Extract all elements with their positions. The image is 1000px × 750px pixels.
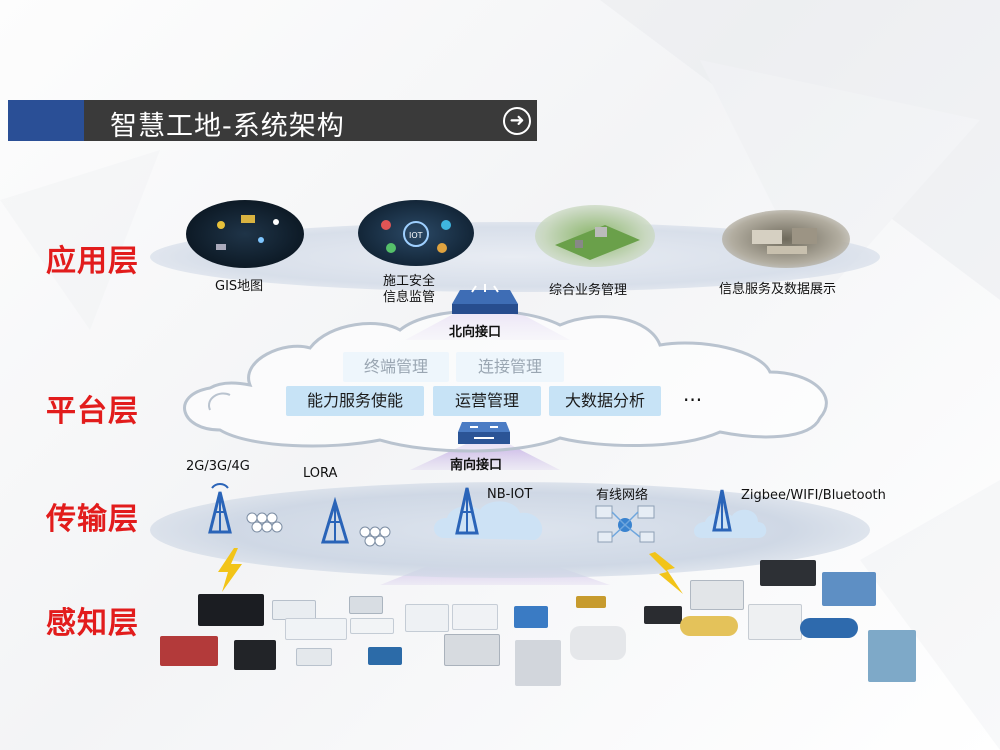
probe-device[interactable] [576, 596, 606, 608]
small-sensor-device[interactable] [296, 648, 332, 666]
layer-label-perception: 感知层 [46, 606, 139, 641]
panel-device[interactable] [748, 604, 802, 640]
wired-network-icon [595, 505, 655, 543]
meter-strip-device[interactable] [285, 618, 347, 640]
cable-sensor-device[interactable] [349, 596, 383, 614]
app-caption-safety-line2: 信息监管 [383, 290, 436, 305]
business-management-thumbnail[interactable] [535, 205, 655, 267]
sensor-module-device[interactable] [272, 600, 316, 620]
app-caption-safety-line1: 施工安全 [383, 274, 436, 289]
lora-tower-icon [320, 496, 391, 547]
rfid-reader-device[interactable] [690, 580, 744, 610]
layer-label-application: 应用层 [46, 244, 139, 279]
svg-text:IOT: IOT [409, 231, 423, 240]
breaker-device[interactable] [452, 604, 498, 630]
gateway-device[interactable] [760, 560, 816, 586]
north-interface-label: 北向接口 [449, 325, 502, 340]
crane-photo-device[interactable] [514, 606, 548, 628]
pcb-module-device[interactable] [368, 647, 402, 665]
tag-capability-enablement[interactable]: 能力服务使能 [286, 386, 424, 416]
layer-label-transport: 传输层 [46, 502, 139, 537]
iot-safety-thumbnail[interactable]: IOT [358, 200, 474, 266]
more-ellipsis: ··· [683, 388, 703, 412]
handheld-reader-device[interactable] [644, 606, 682, 624]
helmet-reader-device[interactable] [160, 636, 218, 666]
app-caption-business: 综合业务管理 [549, 283, 628, 298]
transport-wireless-label: Zigbee/WIFI/Bluetooth [741, 488, 886, 503]
tag-big-data-analysis[interactable]: 大数据分析 [549, 386, 661, 416]
lightning-right-icon [649, 552, 683, 594]
transport-nbiot-label: NB-IOT [487, 487, 533, 502]
smart-meter-device[interactable] [405, 604, 449, 632]
north-interface-router-icon [452, 284, 518, 314]
page-title: 智慧工地-系统架构 [110, 111, 345, 142]
tag-operation-management[interactable]: 运营管理 [433, 386, 541, 416]
tag-terminal-management[interactable]: 终端管理 [343, 352, 449, 382]
title-accent [8, 100, 84, 141]
nbiot-cloud-icon [433, 487, 543, 540]
app-caption-data: 信息服务及数据展示 [719, 282, 837, 297]
weather-station-device[interactable] [515, 640, 561, 686]
app-caption-gis: GIS地图 [215, 279, 264, 294]
controller-device[interactable] [350, 618, 394, 634]
transport-wired-label: 有线网络 [596, 488, 649, 503]
layer-label-platform: 平台层 [46, 394, 139, 429]
camera-device[interactable] [444, 634, 500, 666]
tag-connection-management[interactable]: 连接管理 [456, 352, 564, 382]
data-display-thumbnail[interactable] [722, 210, 850, 268]
gps-tracker-device[interactable] [198, 594, 264, 626]
south-interface-label: 南向接口 [450, 458, 503, 473]
tag-cable-device[interactable] [680, 616, 738, 636]
tower-crane-photo-device[interactable] [822, 572, 876, 606]
wireless-cloud-icon [694, 489, 767, 538]
wristband-device[interactable] [800, 618, 858, 638]
face-terminal-device[interactable] [234, 640, 276, 670]
south-interface-switch-icon [458, 422, 510, 444]
dome-sensor-device[interactable] [570, 626, 626, 660]
transport-lora-label: LORA [303, 466, 338, 481]
transport-cellular-label: 2G/3G/4G [186, 459, 250, 474]
title-bar: 智慧工地-系统架构 ➜ [8, 100, 537, 142]
arrow-right-icon[interactable]: ➜ [503, 107, 531, 135]
gis-map-thumbnail[interactable] [186, 200, 304, 268]
lightning-left-icon [218, 548, 242, 592]
gate-photo-device[interactable] [868, 630, 916, 682]
cellular-tower-icon [208, 483, 283, 534]
